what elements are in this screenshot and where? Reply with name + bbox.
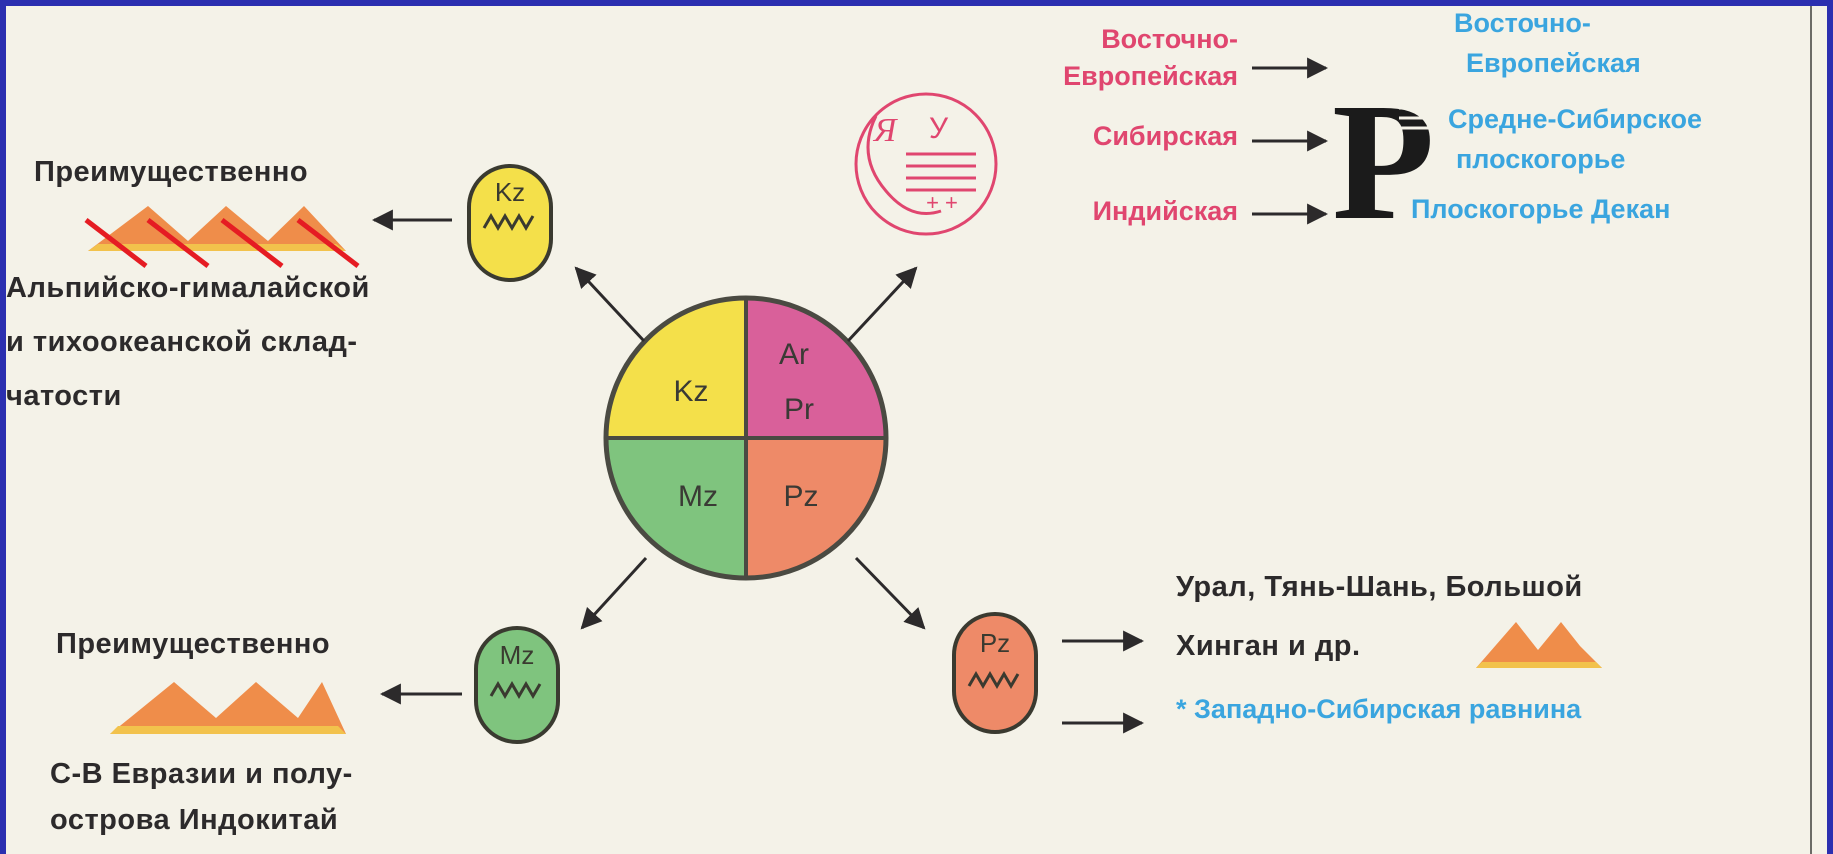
platform-left-2: Европейская [1063, 61, 1238, 91]
quadrant-kz-label: Kz [673, 375, 708, 408]
quadrant-pr-label: Pr [784, 393, 814, 426]
slide: Kz Ar Pr Mz Pz Kz Mz Pz [6, 6, 1827, 854]
pz-plain: * Западно-Сибирская равнина [1176, 694, 1582, 724]
quadrant-ar-pr [746, 298, 886, 438]
kz-line-1: Альпийско-гималайской [6, 272, 370, 304]
era-circle: Kz Ar Pr Mz Pz [603, 295, 889, 581]
platform-right-3: Средне-Сибирское [1448, 104, 1703, 134]
badge-mz-label: Mz [500, 640, 535, 670]
pz-line-1: Урал, Тянь-Шань, Большой [1176, 571, 1583, 603]
badge-mz: Mz [474, 626, 560, 744]
mz-heading: Преимущественно [56, 628, 331, 660]
platform-left-4: Индийская [1092, 196, 1238, 226]
mz-line-1: С-В Евразии и полу- [50, 758, 353, 790]
quadrant-mz [606, 438, 746, 578]
platform-left-3: Сибирская [1092, 121, 1238, 151]
arrow-to-platforms [846, 266, 918, 343]
platform-big-letter: P [1332, 69, 1435, 255]
quadrant-kz [606, 298, 746, 438]
kz-line-2: и тихоокеанской склад- [6, 326, 358, 358]
arrow-to-pz [854, 556, 926, 630]
platform-symbol-right-letter: У [929, 112, 949, 145]
pz-line-2: Хинган и др. [1176, 630, 1361, 662]
mountains-mz-icon [110, 682, 346, 734]
quadrant-ar-label: Ar [779, 338, 809, 371]
platform-symbol-icon: Я У + + [854, 92, 998, 236]
badge-pz: Pz [952, 612, 1038, 734]
wave-icon [482, 213, 535, 231]
mountains-pz-icon [1476, 622, 1602, 668]
platform-right-2: Европейская [1466, 48, 1641, 78]
platform-symbol-left-letter: Я [872, 112, 898, 149]
wave-icon [967, 671, 1020, 689]
mountains-kz-icon [84, 206, 360, 268]
platform-right-5: Плоскогорье Декан [1411, 194, 1671, 224]
mz-line-2: острова Индокитай [50, 804, 339, 836]
platform-left-1: Восточно- [1101, 24, 1238, 54]
arrow-to-mz [580, 556, 648, 630]
quadrant-pz-label: Pz [783, 480, 818, 513]
diagram-graphics: Kz Ar Pr Mz Pz Kz Mz Pz [84, 6, 1812, 854]
quadrant-mz-label: Mz [678, 480, 718, 513]
arrow-to-kz [574, 266, 646, 343]
badge-pz-label: Pz [980, 628, 1010, 658]
quadrant-pz [746, 438, 886, 578]
kz-line-3: чатости [6, 380, 122, 412]
badge-kz: Kz [467, 164, 553, 282]
platform-symbol-signs: + + [926, 190, 958, 215]
platform-right-1: Восточно- [1454, 8, 1591, 38]
badge-kz-label: Kz [495, 177, 525, 207]
platform-right-4: плоскогорье [1456, 144, 1626, 174]
wave-icon [489, 681, 542, 699]
platform-letter-icon: P [1332, 69, 1435, 255]
kz-heading: Преимущественно [34, 156, 309, 188]
